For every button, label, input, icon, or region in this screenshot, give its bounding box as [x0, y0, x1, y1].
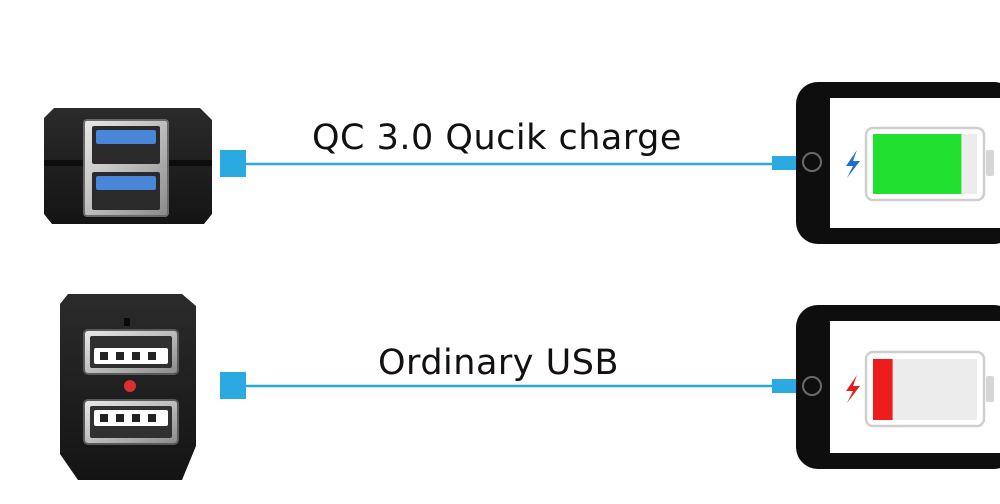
dual-usb-socket-icon — [44, 108, 212, 224]
lightning-bolt-icon — [846, 150, 860, 178]
lightning-bolt-icon — [846, 375, 860, 403]
lightning-connector-right — [772, 379, 798, 393]
usb-battery-level — [873, 359, 893, 420]
qc-row — [44, 82, 1000, 244]
dual-usb-socket-icon — [60, 294, 196, 480]
qc-port-top — [96, 130, 156, 144]
qc-charge-label: QC 3.0 Qucik charge — [312, 118, 682, 158]
usb-connector-left — [220, 150, 246, 177]
lightning-connector-right — [772, 156, 798, 170]
qc-battery-level — [873, 134, 962, 194]
usb-row — [60, 294, 1000, 480]
qc-port-bottom — [96, 176, 156, 190]
indicator-led — [124, 380, 136, 392]
ordinary-usb-label: Ordinary USB — [378, 343, 619, 383]
battery-icon — [864, 350, 994, 428]
battery-icon — [864, 126, 994, 202]
usb-connector-left — [220, 372, 246, 399]
